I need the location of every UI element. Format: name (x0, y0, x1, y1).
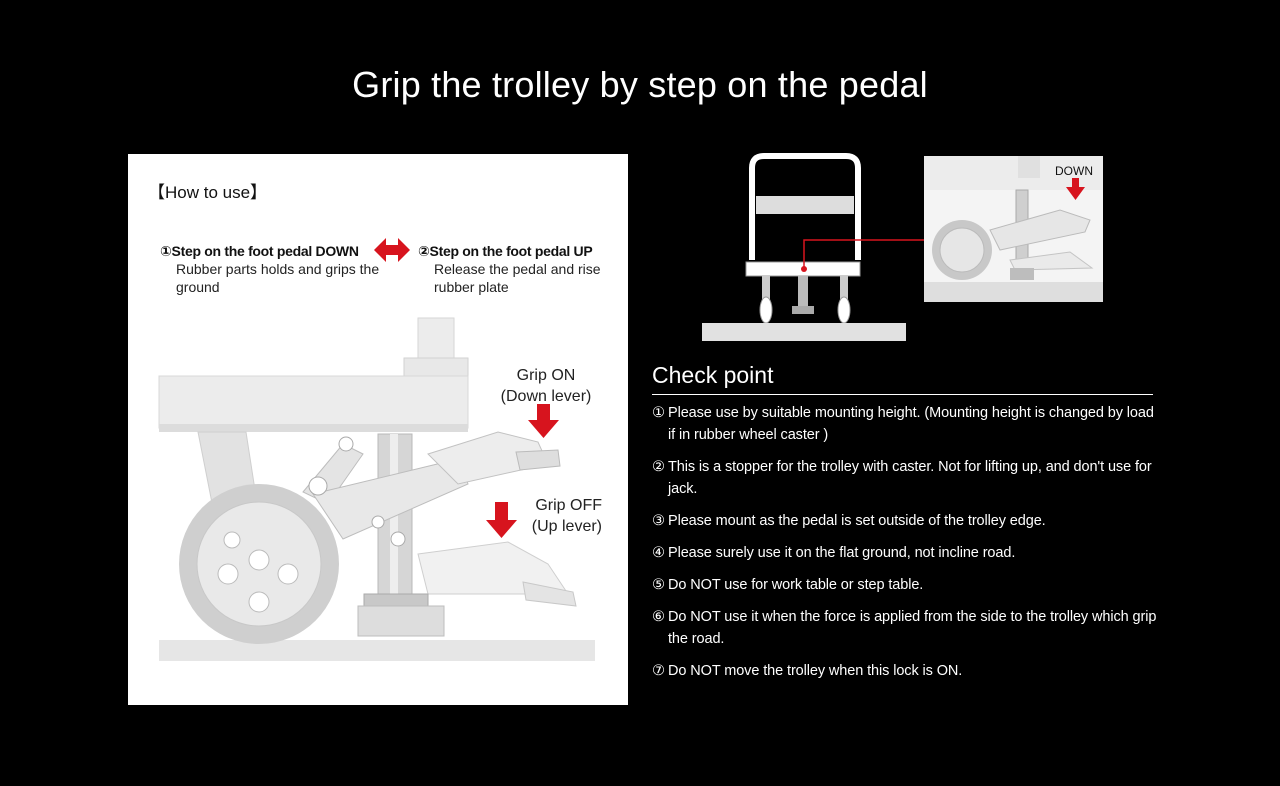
grip-on-subtitle: (Down lever) (500, 388, 592, 405)
ground-plate (159, 640, 595, 661)
grip-on-title: Grip ON (516, 367, 576, 384)
double-arrow-icon (374, 238, 410, 262)
down-arrow-icon (486, 502, 517, 538)
how-to-use-panel: 【How to use】 ①Step on the foot pedal DOW… (128, 154, 628, 705)
check-point-title: Check point (652, 362, 774, 388)
grip-off-callout: Grip OFF (Up lever) (512, 495, 602, 537)
page-title: Grip the trolley by step on the pedal (352, 64, 928, 105)
trolley-thumbnail (702, 153, 1103, 341)
grip-off-subtitle: (Up lever) (531, 518, 602, 535)
down-arrow-icon (1066, 178, 1085, 200)
grip-off-title: Grip OFF (535, 497, 602, 514)
step-1-head: ①Step on the foot pedal DOWN (160, 243, 359, 259)
grip-on-callout: Grip ON (Down lever) (488, 365, 604, 407)
caster-diagram (158, 238, 595, 661)
step-2-head: ②Step on the foot pedal UP (418, 243, 593, 259)
check-point-divider (652, 394, 1153, 395)
step-1-desc: Rubber parts holds and grips the ground (176, 261, 380, 295)
step-2-desc: Release the pedal and rise rubber plate (434, 261, 601, 295)
step-1: ①Step on the foot pedal DOWN Rubber part… (160, 242, 380, 296)
down-label: DOWN (1055, 164, 1093, 178)
step-2: ②Step on the foot pedal UP Release the p… (418, 242, 618, 296)
how-to-use-label: 【How to use】 (148, 183, 268, 202)
down-arrow-icon (528, 404, 559, 438)
